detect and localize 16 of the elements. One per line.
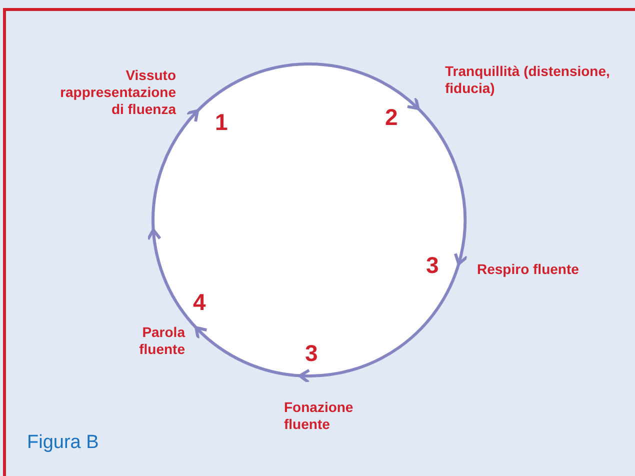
stage-label: Tranquillità (distensione, fiducia)	[445, 63, 635, 97]
cycle-arrow	[196, 62, 420, 113]
step-number: 3	[426, 253, 439, 277]
stage-label: Respiro fluente	[477, 261, 627, 278]
step-number: 4	[193, 290, 206, 314]
cycle-arrow	[416, 106, 468, 266]
stage-label: Parola fluente	[115, 324, 185, 358]
step-number: 2	[385, 105, 398, 129]
step-number: 3	[305, 341, 318, 365]
cycle-arrow	[298, 262, 460, 384]
cycle-arrow	[148, 109, 199, 330]
cycle-arrow	[194, 326, 301, 378]
stage-label: Fonazione fluente	[284, 399, 379, 433]
stage-label: Vissuto rappresentazione di fluenza	[46, 67, 176, 118]
step-number: 1	[215, 110, 228, 134]
figure-caption: Figura B	[27, 432, 99, 454]
